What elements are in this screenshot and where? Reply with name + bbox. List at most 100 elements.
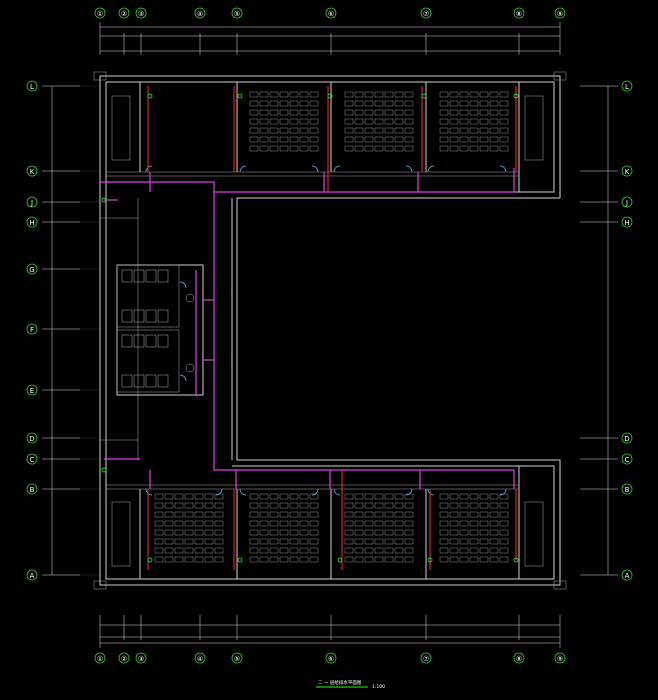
desk <box>194 511 204 518</box>
desk <box>374 145 384 152</box>
desk <box>489 538 499 545</box>
desk <box>174 529 184 536</box>
desk <box>479 493 489 500</box>
grid-label: H <box>624 219 629 227</box>
desk <box>184 520 194 527</box>
desk <box>279 109 289 116</box>
desk <box>364 91 374 98</box>
desk <box>469 547 479 554</box>
desk <box>499 109 509 116</box>
desk <box>154 520 164 527</box>
desk <box>469 136 479 143</box>
grid-label: L <box>30 83 34 91</box>
desk <box>309 91 319 98</box>
desk <box>449 145 459 152</box>
desk <box>354 100 364 107</box>
desk <box>384 529 394 536</box>
desk <box>279 145 289 152</box>
desk <box>289 511 299 518</box>
desk <box>459 511 469 518</box>
desk <box>204 520 214 527</box>
desk <box>404 100 414 107</box>
desk <box>459 109 469 116</box>
desk <box>299 529 309 536</box>
grid-label: K <box>30 168 35 176</box>
desk <box>344 556 354 563</box>
desk <box>214 538 224 545</box>
grid-label: J <box>625 199 628 207</box>
desk <box>384 511 394 518</box>
desk <box>394 520 404 527</box>
desk <box>374 511 384 518</box>
grid-label: D <box>29 435 34 443</box>
desk <box>269 145 279 152</box>
desk <box>489 556 499 563</box>
grid-bubble-bottom: ⑦ <box>420 652 432 664</box>
desk <box>364 100 374 107</box>
desk <box>154 502 164 509</box>
grid-label: B <box>30 486 35 494</box>
desk <box>204 556 214 563</box>
desk <box>439 511 449 518</box>
grid-label: ② <box>121 655 127 663</box>
desk <box>354 136 364 143</box>
grid-label: A <box>625 572 630 580</box>
desk <box>344 529 354 536</box>
desk <box>194 502 204 509</box>
desk <box>449 100 459 107</box>
desk <box>289 529 299 536</box>
grid-bubble-left: A <box>26 569 38 581</box>
desk <box>289 538 299 545</box>
desk <box>354 511 364 518</box>
desk <box>439 502 449 509</box>
grid-label: ⑤ <box>234 655 240 663</box>
desk <box>174 511 184 518</box>
grid-bubble-right: J <box>621 196 633 208</box>
desk <box>449 529 459 536</box>
grid-bubble-left: D <box>26 432 38 444</box>
desk <box>479 127 489 134</box>
desk <box>269 109 279 116</box>
desk <box>184 511 194 518</box>
desk <box>404 520 414 527</box>
grid-label: ⑦ <box>423 10 429 18</box>
desk <box>214 547 224 554</box>
desk <box>344 547 354 554</box>
desk <box>384 493 394 500</box>
desk <box>499 118 509 125</box>
desk <box>479 502 489 509</box>
grid-label: B <box>625 486 630 494</box>
desk <box>249 136 259 143</box>
desk <box>404 511 414 518</box>
desk <box>469 109 479 116</box>
desk <box>479 511 489 518</box>
grid-label: A <box>30 572 35 580</box>
desk <box>489 529 499 536</box>
desk <box>374 502 384 509</box>
desk <box>344 91 354 98</box>
grid-label: ⑨ <box>557 655 563 663</box>
desk <box>499 127 509 134</box>
desk <box>259 556 269 563</box>
desk <box>174 547 184 554</box>
grid-label: E <box>30 387 34 395</box>
desk <box>439 91 449 98</box>
grid-label: C <box>625 456 630 464</box>
desk <box>194 493 204 500</box>
grid-label: G <box>29 266 34 274</box>
desk <box>489 100 499 107</box>
desk <box>354 118 364 125</box>
grid-bubble-bottom: ① <box>94 652 106 664</box>
grid-bubble-right: B <box>621 483 633 495</box>
fire-pipes <box>147 86 517 570</box>
desk <box>259 136 269 143</box>
desk <box>439 127 449 134</box>
desk <box>164 556 174 563</box>
grid-bubble-bottom: ⑥ <box>325 652 337 664</box>
desk <box>299 547 309 554</box>
desk <box>479 520 489 527</box>
desk <box>164 529 174 536</box>
desk <box>499 529 509 536</box>
grid-bubble-left: H <box>26 216 38 228</box>
desk <box>279 100 289 107</box>
